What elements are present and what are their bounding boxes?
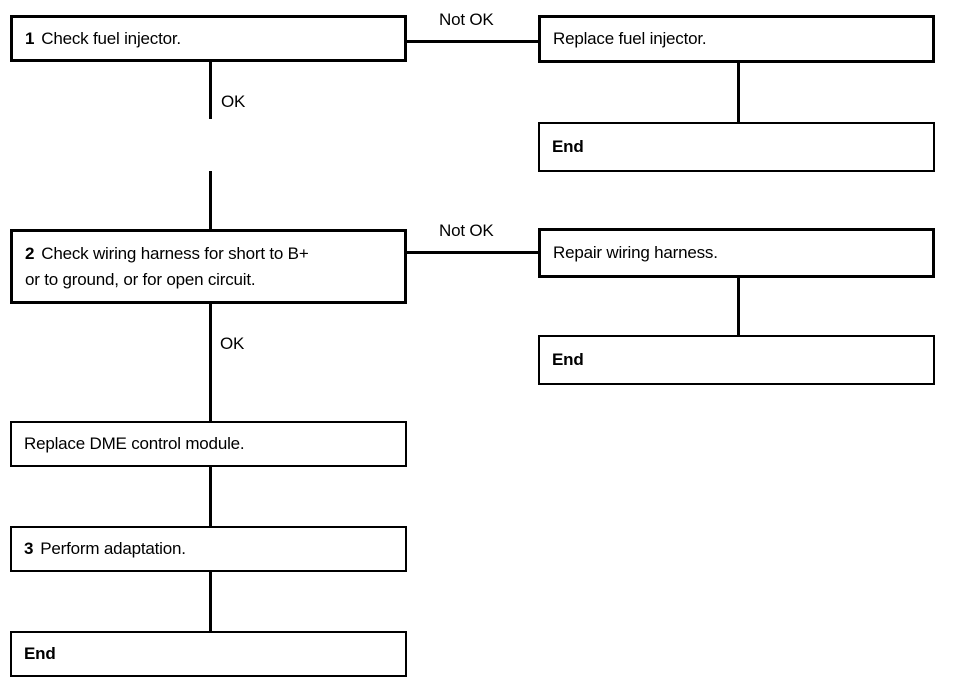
connector-step3-to-end3 (209, 572, 212, 631)
node-text: 3 Perform adaptation. (24, 536, 395, 562)
node-text: End (552, 350, 584, 369)
connector-step1-to-step2-lower (209, 171, 212, 229)
connector-step2-to-repair-harness (407, 251, 538, 254)
node-text: 1 Check fuel injector. (25, 26, 394, 52)
node-check-fuel-injector: 1 Check fuel injector. (10, 15, 407, 62)
node-end-3: End (10, 631, 407, 677)
step-number: 2 (25, 243, 35, 263)
label-ok-top: OK (221, 92, 246, 111)
node-text: Repair wiring harness. (553, 243, 718, 262)
node-text: Replace DME control module. (24, 434, 245, 453)
node-replace-fuel-injector: Replace fuel injector. (538, 15, 935, 63)
connector-replace-injector-to-end1 (737, 63, 740, 122)
step-text: Check wiring harness for short to B+ (41, 243, 309, 263)
connector-step1-to-step2-upper (209, 62, 212, 119)
connector-step2-to-replace-dme (209, 304, 212, 423)
connector-replace-dme-to-step3 (209, 467, 212, 526)
node-perform-adaptation: 3 Perform adaptation. (10, 526, 407, 572)
step-number: 1 (25, 28, 35, 48)
step-number: 3 (24, 539, 34, 558)
label-ok-mid: OK (220, 334, 245, 353)
node-end-1: End (538, 122, 935, 172)
node-repair-wiring-harness: Repair wiring harness. (538, 228, 935, 278)
node-end-2: End (538, 335, 935, 385)
node-text: End (24, 644, 56, 663)
step-text: Perform adaptation. (40, 539, 186, 558)
node-text-line1: 2 Check wiring harness for short to B+ (25, 241, 394, 267)
connector-step1-to-replace-injector (407, 40, 538, 43)
label-not-ok-mid: Not OK (439, 221, 494, 240)
node-text-line2: or to ground, or for open circuit. (25, 269, 256, 289)
node-check-wiring-harness: 2 Check wiring harness for short to B+ or… (10, 229, 407, 304)
node-text: End (552, 137, 584, 156)
label-not-ok-top: Not OK (439, 10, 494, 29)
node-replace-dme-module: Replace DME control module. (10, 421, 407, 467)
node-text: Replace fuel injector. (553, 29, 707, 48)
step-text: Check fuel injector. (41, 28, 181, 48)
connector-repair-harness-to-end2 (737, 278, 740, 335)
